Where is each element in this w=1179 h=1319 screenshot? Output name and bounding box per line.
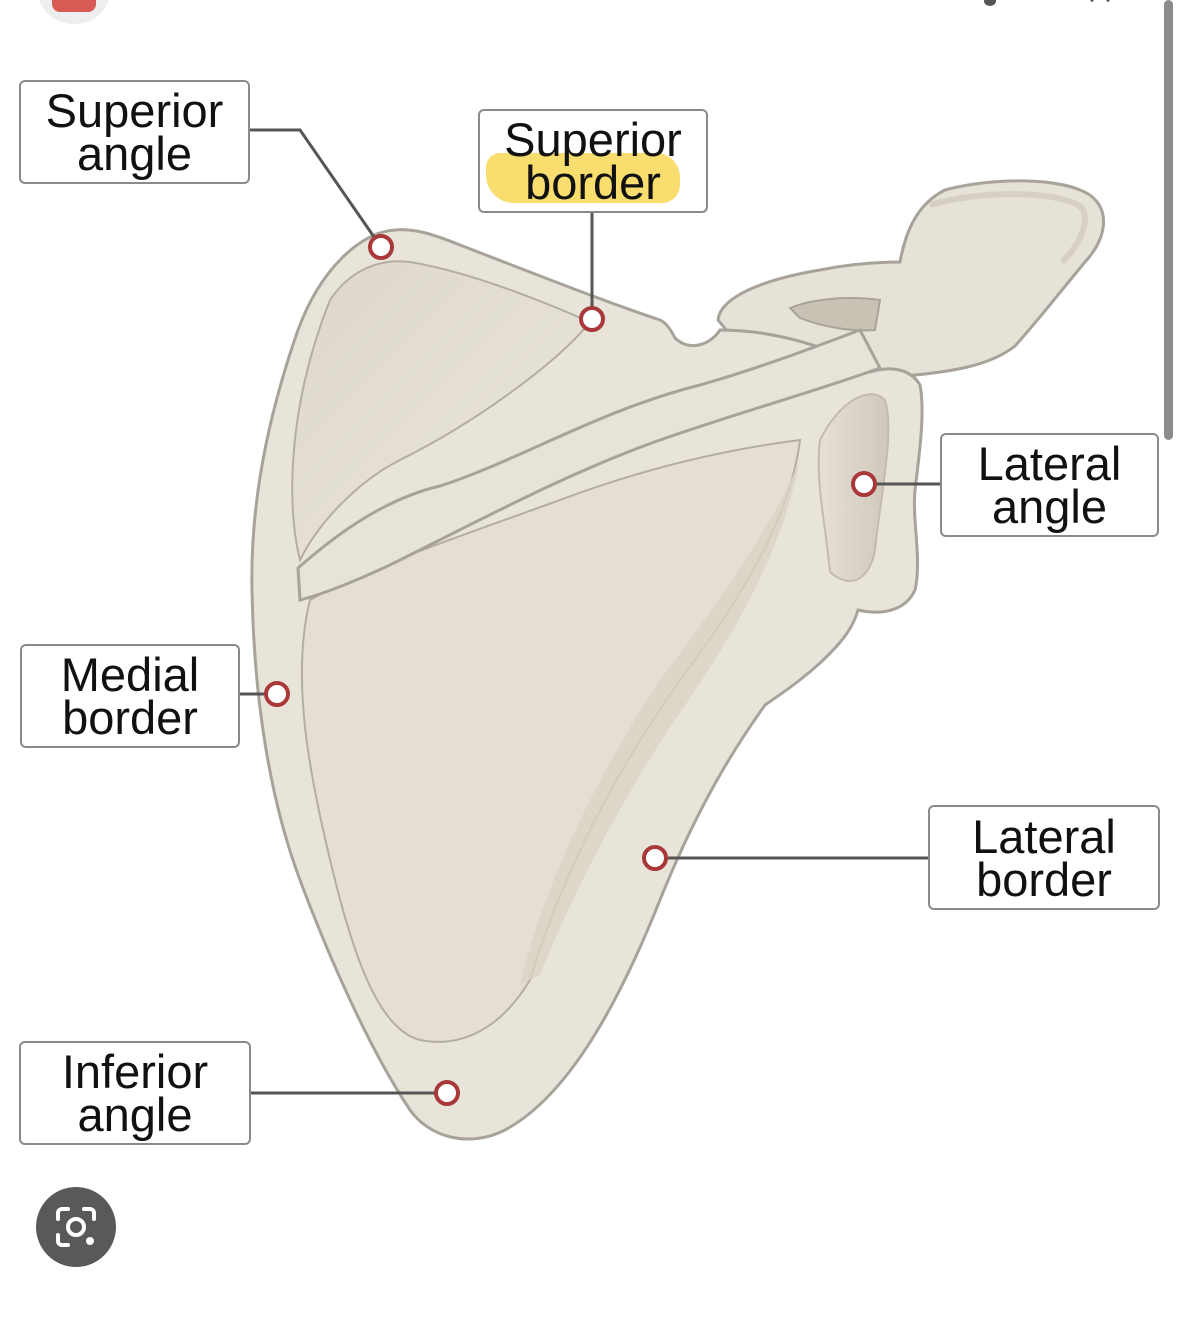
acromion-inner <box>929 191 1088 265</box>
highlighter-mark <box>486 153 680 203</box>
label-line: Lateral <box>977 437 1122 490</box>
acromion-hollow <box>788 297 882 332</box>
label-line: Superior <box>504 113 682 166</box>
label-lateral-angle: Lateral angle <box>940 433 1159 537</box>
label-line: border <box>976 852 1112 906</box>
google-lens-icon <box>56 1207 96 1247</box>
google-lens-button[interactable] <box>36 1187 116 1267</box>
marker-lateral-border <box>642 845 668 871</box>
marker-superior-angle <box>368 234 394 260</box>
marker-inferior-angle <box>434 1080 460 1106</box>
supraspinous-fossa <box>291 260 592 563</box>
label-line: Medial <box>60 648 200 701</box>
label-superior-border: Superior border <box>478 109 708 213</box>
label-line: angle <box>77 1088 193 1141</box>
label-superior-angle: Superior angle <box>19 80 250 184</box>
label-lateral-border: Lateral border <box>928 805 1160 910</box>
label-line: border <box>525 156 661 209</box>
markers <box>264 234 877 1106</box>
label-line: angle <box>992 480 1107 533</box>
label-line: Inferior <box>61 1045 209 1098</box>
label-line: border <box>62 691 198 744</box>
acromion <box>716 179 1106 378</box>
label-line: Lateral <box>972 809 1116 863</box>
marker-superior-border <box>579 306 605 332</box>
scapular-spine <box>296 328 883 602</box>
label-medial-border: Medial border <box>20 644 240 748</box>
marker-lateral-angle <box>851 471 877 497</box>
label-line: Superior <box>45 84 224 137</box>
marker-medial-border <box>264 681 290 707</box>
label-line: angle <box>77 127 192 180</box>
leader-superior-angle <box>248 128 383 248</box>
label-inferior-angle: Inferior angle <box>19 1041 251 1145</box>
menu-dot-icon[interactable] <box>984 0 996 6</box>
infraspinous-ridge <box>520 460 800 985</box>
scrollbar[interactable] <box>1164 0 1173 440</box>
expand-icon[interactable] <box>1078 0 1118 6</box>
leader-lines <box>240 128 940 1095</box>
